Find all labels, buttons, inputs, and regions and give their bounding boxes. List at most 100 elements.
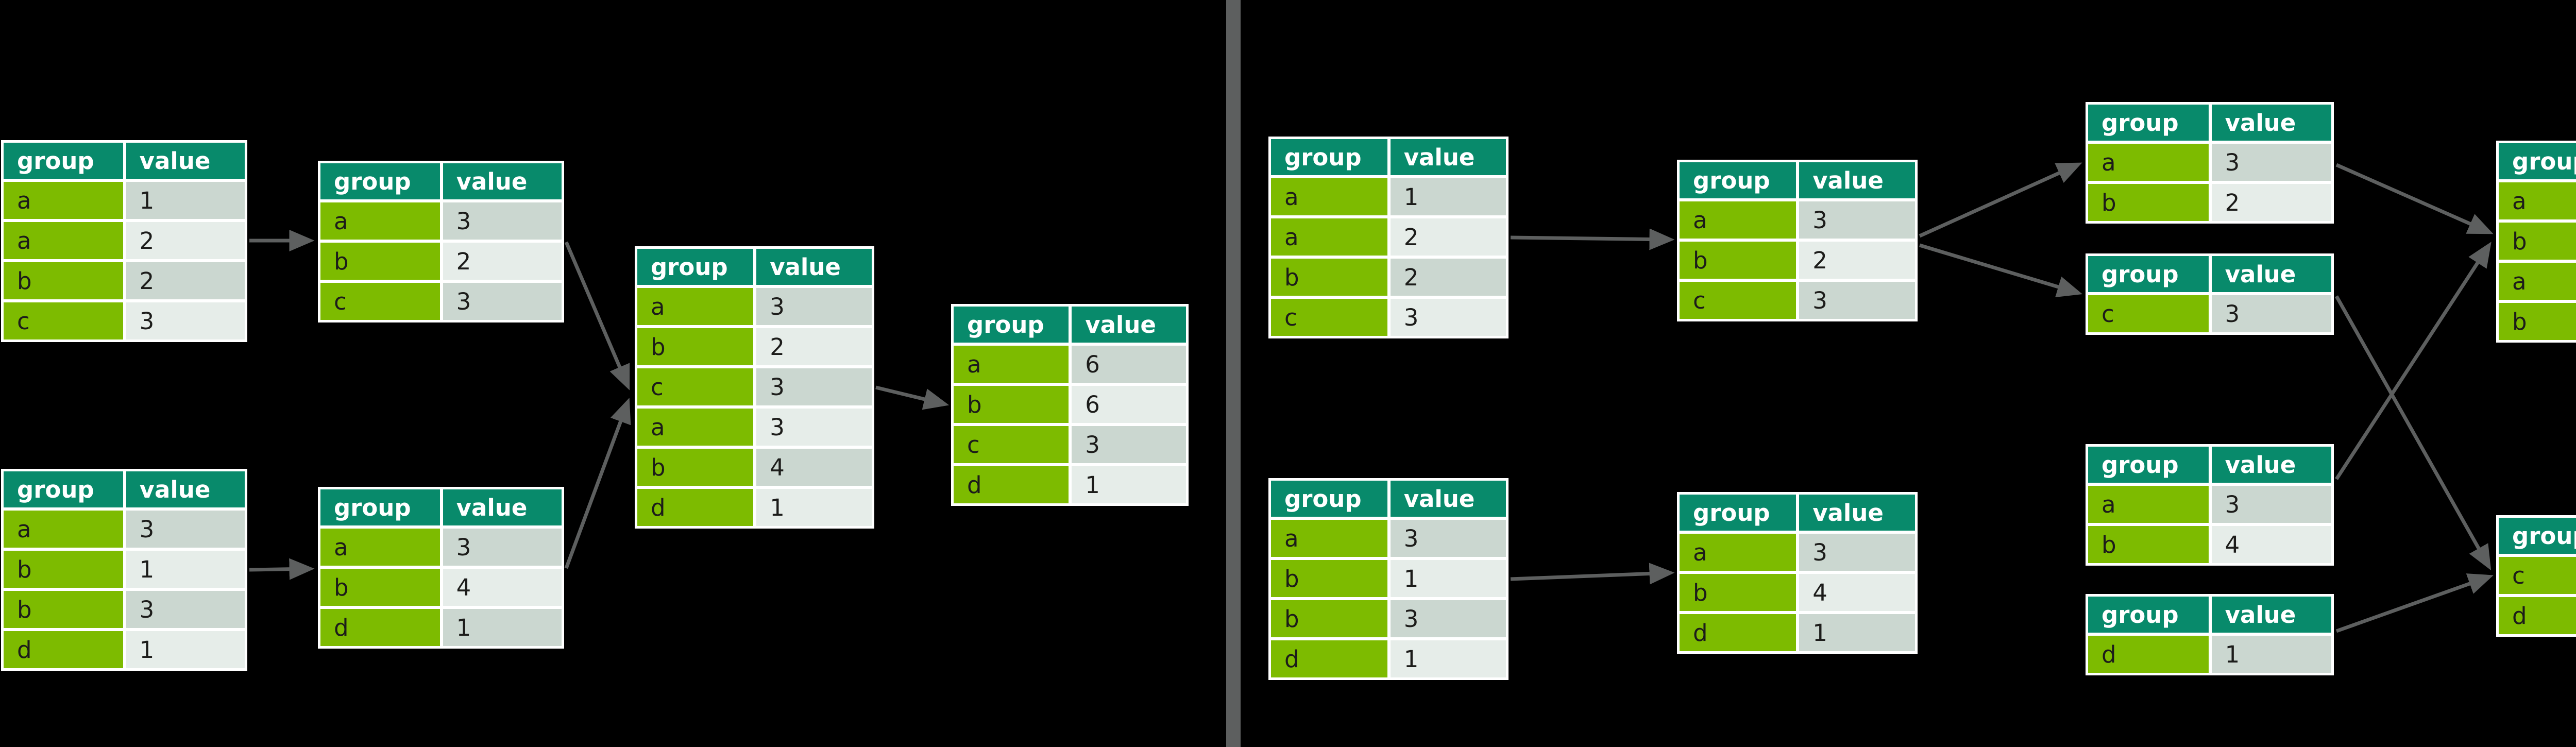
column-header-group: group <box>2499 143 2576 179</box>
value-cell: 3 <box>443 283 562 320</box>
column-header-value: value <box>756 249 872 285</box>
value-cell: 4 <box>756 449 872 486</box>
group-cell: b <box>1680 574 1797 611</box>
value-cell: 2 <box>756 328 872 365</box>
column-header-group: group <box>637 249 754 285</box>
value-cell: 2 <box>1799 242 1915 279</box>
group-cell: a <box>1680 534 1797 571</box>
arrow-left-combined-to-result <box>875 385 950 410</box>
group-cell: c <box>637 368 754 405</box>
group-cell: a <box>2499 182 2576 219</box>
group-cell: a <box>1271 218 1387 256</box>
group-cell: a <box>2088 486 2209 523</box>
group-cell: d <box>2499 597 2576 634</box>
value-cell: 3 <box>2211 295 2331 332</box>
value-cell: 2 <box>443 243 562 280</box>
group-cell: a <box>320 529 440 566</box>
column-header-group: group <box>1271 139 1387 175</box>
column-header-value: value <box>1799 495 1915 531</box>
group-cell: a <box>637 409 754 446</box>
value-cell: 3 <box>2211 144 2331 181</box>
value-cell: 3 <box>126 511 245 548</box>
column-header-group: group <box>1271 481 1387 517</box>
group-cell: b <box>4 551 123 588</box>
value-cell: 3 <box>126 591 245 628</box>
value-cell: 3 <box>1799 282 1915 319</box>
group-cell: a <box>2499 263 2576 300</box>
group-cell: a <box>2088 144 2209 181</box>
group-cell: b <box>2088 526 2209 563</box>
group-cell: b <box>1271 560 1387 597</box>
column-header-group: group <box>2088 105 2209 141</box>
column-header-value: value <box>2211 256 2331 292</box>
column-header-group: group <box>954 307 1069 343</box>
value-cell: 4 <box>443 569 562 606</box>
value-cell: 1 <box>1390 640 1506 677</box>
column-header-group: group <box>2088 597 2209 633</box>
table-row: b2 <box>2499 223 2576 260</box>
group-cell: b <box>1271 600 1387 637</box>
arrow-right-split-c-to-merged-cd <box>2334 295 2492 571</box>
table-row: a3 <box>2499 182 2576 219</box>
column-header-group: group <box>320 489 440 525</box>
arrow-right-source-bottom-to-grouped <box>1510 563 1675 585</box>
arrow-left-grouped-bottom-to-combined <box>564 398 631 569</box>
group-cell: d <box>1271 640 1387 677</box>
group-cell: d <box>1680 614 1797 651</box>
table-right-merged-ab: groupvaluea3b2a3b4 <box>2496 141 2576 343</box>
group-cell: b <box>4 591 123 628</box>
column-header-group: group <box>4 471 123 507</box>
group-cell: b <box>637 449 754 486</box>
value-cell: 6 <box>1072 346 1186 383</box>
column-header-value: value <box>1799 162 1915 198</box>
table-row: b4 <box>2499 303 2576 340</box>
table-row: c3 <box>2499 557 2576 594</box>
column-header-value: value <box>2211 447 2331 483</box>
column-header-group: group <box>2499 518 2576 554</box>
group-cell: c <box>1680 282 1797 319</box>
column-header-value: value <box>443 163 562 199</box>
value-cell: 4 <box>2211 526 2331 563</box>
value-cell: 3 <box>443 202 562 240</box>
arrow-right-split-bottom-ab-to-merged-ab <box>2335 242 2492 480</box>
column-header-value: value <box>1390 481 1506 517</box>
value-cell: 3 <box>1799 201 1915 239</box>
value-cell: 2 <box>126 262 245 299</box>
group-cell: a <box>1680 201 1797 239</box>
group-cell: b <box>1271 259 1387 296</box>
arrow-right-split-d-to-merged-cd <box>2335 573 2494 633</box>
column-header-value: value <box>1390 139 1506 175</box>
